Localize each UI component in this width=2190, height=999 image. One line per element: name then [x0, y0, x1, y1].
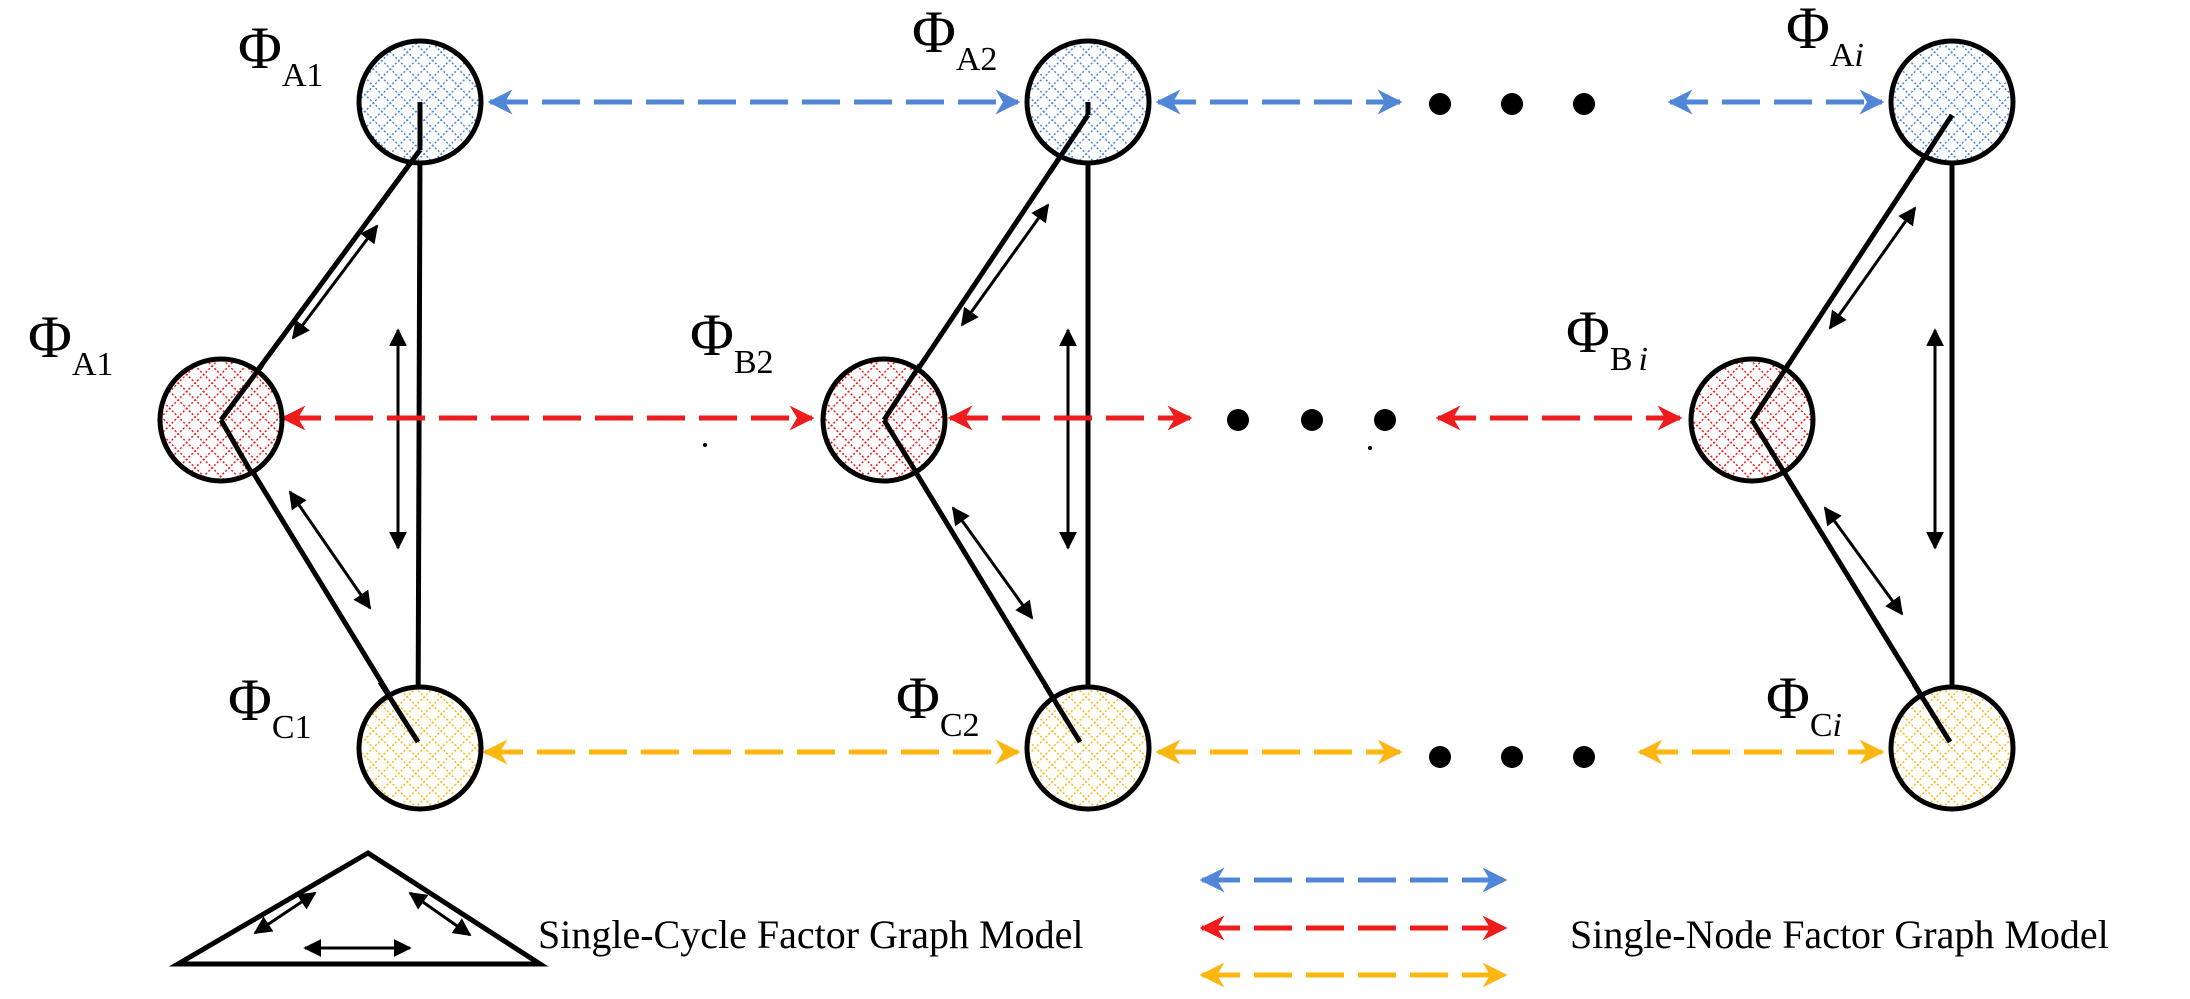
label-b1: ΦA1: [28, 304, 113, 383]
stray-dot: [703, 443, 707, 447]
message-arrow-bi-ci: [1823, 506, 1904, 616]
legend-node: Single-Node Factor Graph Model: [1199, 867, 2109, 988]
stray-dot: [1368, 446, 1372, 450]
ellipsis-dot: [1573, 93, 1595, 115]
ellipsis-dot: [1573, 746, 1595, 768]
ellipsis-dot: [1429, 746, 1451, 768]
node-ci: [1888, 684, 2016, 812]
message-arrow-b2-c2: [951, 506, 1034, 620]
node-c1: [356, 684, 484, 812]
legend-node-label: Single-Node Factor Graph Model: [1570, 912, 2109, 957]
ellipsis-dots: [703, 93, 1595, 768]
edge-a1-c1: [415, 149, 423, 743]
ellipsis-dot: [1301, 409, 1323, 431]
legend-arrow-right: [408, 891, 472, 937]
label-ai: ΦAi: [1786, 0, 1864, 74]
message-arrow-a1-b1: [291, 224, 379, 340]
legend-arrow-left: [253, 891, 317, 935]
label-b2: ΦB2: [690, 302, 774, 381]
label-c2: ΦC2: [896, 665, 980, 744]
legend-cycle: Single-Cycle Factor Graph Model: [168, 850, 1083, 967]
ellipsis-dot: [1501, 93, 1523, 115]
label-ci: ΦCi: [1766, 665, 1842, 744]
label-a2: ΦA2: [912, 0, 997, 78]
label-c1: ΦC1: [228, 667, 312, 746]
node-ai: [1888, 38, 2016, 166]
node-c2: [1024, 684, 1152, 812]
ellipsis-dot: [1429, 93, 1451, 115]
ellipsis-dot: [1227, 409, 1249, 431]
legend-cycle-label: Single-Cycle Factor Graph Model: [538, 912, 1083, 957]
message-arrow-b1-c1: [288, 490, 372, 610]
label-a1: ΦA1: [238, 15, 323, 94]
message-arrow-a2-b2: [960, 203, 1050, 327]
ellipsis-dot: [1374, 409, 1396, 431]
message-arrow-ai-bi: [1828, 206, 1917, 330]
ellipsis-dot: [1501, 746, 1523, 768]
edge-overlays: [218, 102, 1955, 744]
